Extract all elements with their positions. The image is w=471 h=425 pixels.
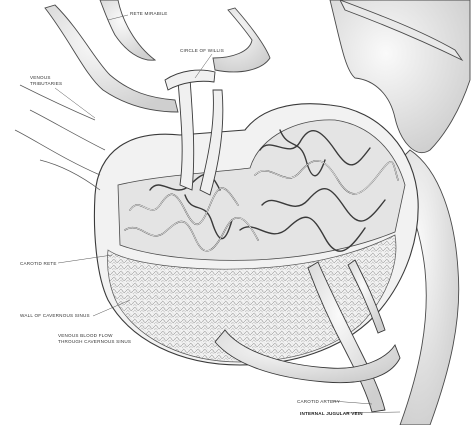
- label-carotid-artery: CAROTID ARTERY: [297, 399, 340, 404]
- label-internal-jugular-vein: INTERNAL JUGULAR VEIN: [300, 411, 363, 416]
- vessel-upper-right-branch: [213, 8, 270, 72]
- venous-tributaries: [15, 85, 105, 190]
- label-venous-blood-flow-line2: THROUGH CAVERNOUS SINUS: [58, 339, 131, 344]
- vessel-top: [100, 0, 155, 60]
- cavernous-sinus-body: [94, 104, 418, 365]
- label-venous-tributaries-line2: TRIBUTARIES: [30, 81, 62, 86]
- label-venous-tributaries-line1: VENOUS: [30, 75, 51, 80]
- label-wall-of-cavernous-sinus: WALL OF CAVERNOUS SINUS: [20, 313, 90, 318]
- label-rete-mirabile: RETE MIRABILE: [130, 11, 168, 16]
- label-venous-blood-flow-line1: VENOUS BLOOD FLOW: [58, 333, 113, 338]
- label-circle-of-willis: CIRCLE OF WILLIS: [180, 48, 224, 53]
- label-carotid-rete: CAROTID RETE: [20, 261, 57, 266]
